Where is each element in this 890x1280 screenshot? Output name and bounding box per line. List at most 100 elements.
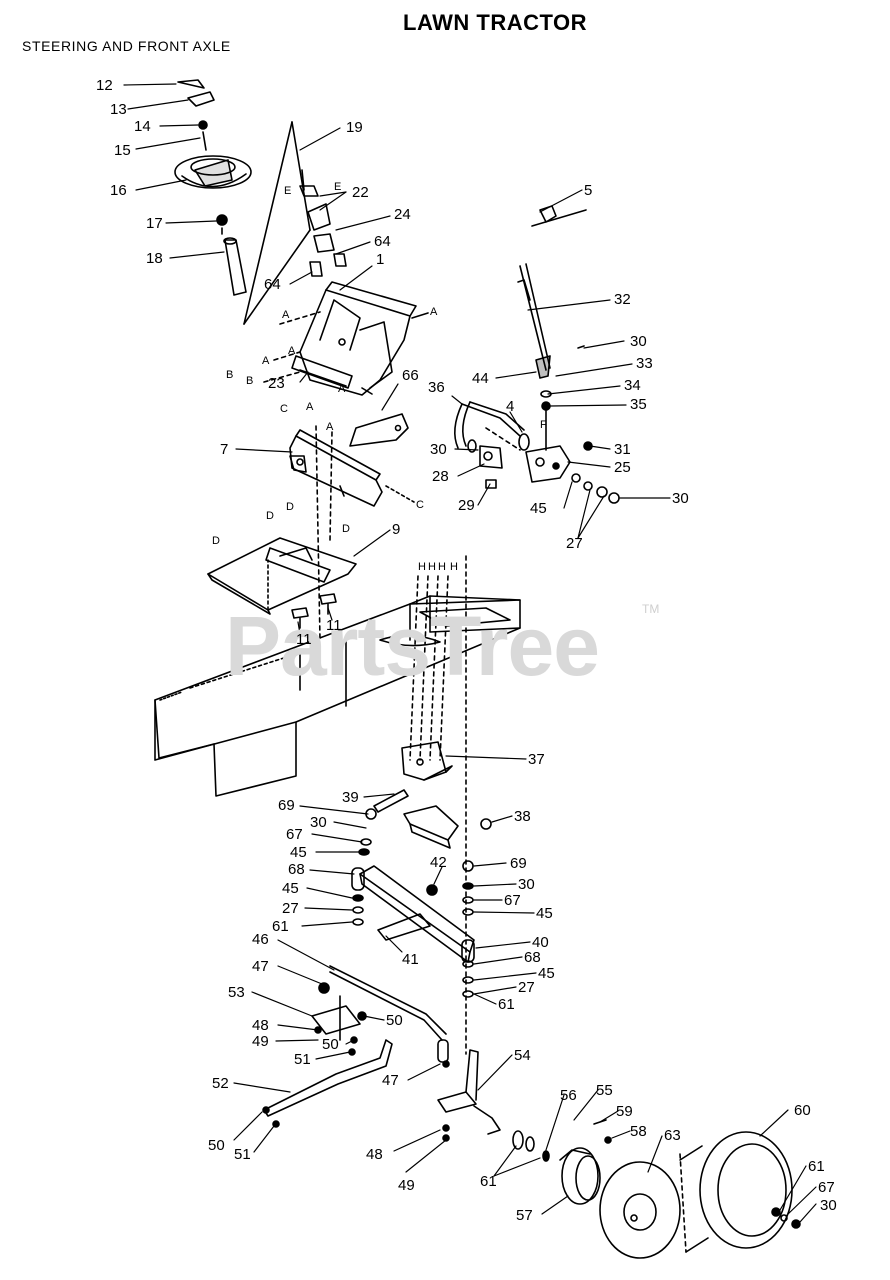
ref-letter: D — [342, 523, 350, 535]
callout-label: 47 — [252, 958, 269, 975]
callout-label: 7 — [220, 441, 229, 458]
callout-label: 45 — [536, 905, 553, 922]
ref-letter: A — [288, 345, 296, 357]
callout-label: 59 — [616, 1103, 633, 1120]
callout-label: 13 — [110, 101, 127, 118]
pin-39 — [373, 789, 409, 813]
tie-rod — [262, 1039, 393, 1128]
ref-letter: D — [266, 510, 274, 522]
callout-label: 51 — [294, 1051, 311, 1068]
callout-label: 48 — [252, 1017, 269, 1034]
ref-letter: B — [246, 375, 254, 387]
callout-label: 57 — [516, 1207, 533, 1224]
callout-label: 1 — [376, 251, 385, 268]
callout-label: 55 — [596, 1082, 613, 1099]
ref-letter: H — [428, 561, 436, 573]
callout-label: 5 — [584, 182, 593, 199]
shifter-assembly — [454, 205, 620, 504]
ref-letter: H — [438, 561, 446, 573]
callout-label: 36 — [428, 379, 445, 396]
callout-label: 69 — [278, 797, 295, 814]
ref-letter: A — [326, 421, 334, 433]
callout-label: 50 — [386, 1012, 403, 1029]
ref-letter: A — [262, 355, 270, 367]
callout-label: 4 — [506, 398, 515, 415]
front-axle — [351, 865, 475, 963]
callout-label: 11 — [296, 631, 312, 648]
callout-label: 39 — [342, 789, 359, 806]
callout-label: 38 — [514, 808, 531, 825]
plate-9 — [207, 537, 357, 615]
callout-label: 61 — [272, 918, 289, 935]
frame-rail — [154, 595, 521, 797]
dash-bracket-group — [291, 281, 429, 396]
callout-label: 67 — [286, 826, 303, 843]
ref-letter: D — [212, 535, 220, 547]
callout-label: 47 — [382, 1072, 399, 1089]
callout-label: 64 — [264, 276, 281, 293]
callout-label: 41 — [402, 951, 419, 968]
callout-label: 64 — [374, 233, 391, 250]
callout-label: 30 — [518, 876, 535, 893]
callout-label: 42 — [430, 854, 447, 871]
callout-label: 61 — [808, 1158, 825, 1175]
callout-label: 61 — [498, 996, 515, 1013]
callout-label: 19 — [346, 119, 363, 136]
callout-label: 50 — [322, 1036, 339, 1053]
callout-label: 46 — [252, 931, 269, 948]
callout-label: 58 — [630, 1123, 647, 1140]
callout-label: 45 — [282, 880, 299, 897]
bracket-38 — [403, 805, 492, 849]
ref-letter: H — [450, 561, 458, 573]
ref-letter: A — [338, 383, 346, 395]
steering-wheel-group — [174, 79, 347, 325]
callout-label: 11 — [326, 617, 342, 634]
callout-label: 61 — [480, 1173, 497, 1190]
spindle — [437, 1049, 501, 1142]
callout-label: 9 — [392, 521, 401, 538]
callout-label: 14 — [134, 118, 151, 135]
callout-label: 63 — [664, 1127, 681, 1144]
callout-label: 16 — [110, 182, 127, 199]
callout-label: 67 — [504, 892, 521, 909]
callout-label: 45 — [538, 965, 555, 982]
callout-label: 60 — [794, 1102, 811, 1119]
callout-label: 28 — [432, 468, 449, 485]
callout-label: 68 — [288, 861, 305, 878]
callout-label: 12 — [96, 77, 113, 94]
callout-label: 27 — [518, 979, 535, 996]
callout-label: 51 — [234, 1146, 251, 1163]
callout-label: 69 — [510, 855, 527, 872]
callout-label: 52 — [212, 1075, 229, 1092]
ref-letter: A — [282, 309, 290, 321]
plate-7 — [289, 429, 415, 507]
callout-label: 30 — [672, 490, 689, 507]
watermark-trademark: TM — [642, 602, 660, 616]
callout-label: 27 — [282, 900, 299, 917]
callout-label: 31 — [614, 441, 631, 458]
washer-stacks — [352, 838, 474, 998]
callout-label: 54 — [514, 1047, 531, 1064]
callout-label: 50 — [208, 1137, 225, 1154]
ref-letter: E — [284, 185, 292, 197]
callout-label: 34 — [624, 377, 641, 394]
callout-label: 27 — [566, 535, 583, 552]
wheel-assembly — [512, 1119, 801, 1259]
callout-label: 68 — [524, 949, 541, 966]
callout-label: 66 — [402, 367, 419, 384]
callout-label: 15 — [114, 142, 131, 159]
callout-label: 37 — [528, 751, 545, 768]
ref-letter: D — [286, 501, 294, 513]
callout-label: 22 — [352, 184, 369, 201]
callout-label: 53 — [228, 984, 245, 1001]
callout-label: 45 — [290, 844, 307, 861]
callout-label: 30 — [430, 441, 447, 458]
reference-lines — [263, 311, 521, 1055]
callout-label: 32 — [614, 291, 631, 308]
leader-lines — [123, 83, 817, 1223]
callout-label: 29 — [458, 497, 475, 514]
callout-label: 30 — [310, 814, 327, 831]
callout-label: 30 — [630, 333, 647, 350]
callout-label: 24 — [394, 206, 411, 223]
